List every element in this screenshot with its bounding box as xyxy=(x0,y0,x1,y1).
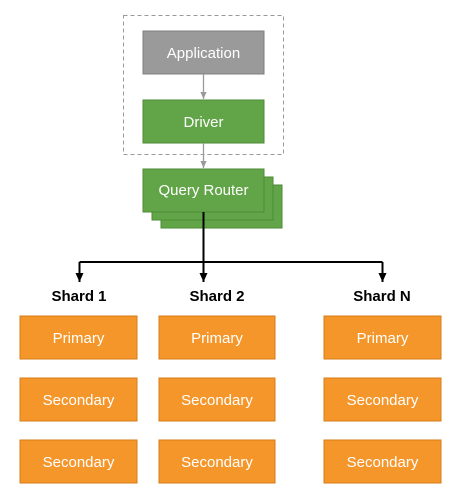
query-router-stack: Query Router xyxy=(142,168,283,229)
shard-1-group: Shard 1 Primary Secondary Secondary xyxy=(19,288,138,484)
application-node: Application xyxy=(142,30,265,75)
shard-node-secondary: Secondary xyxy=(158,439,276,484)
shard-node-primary: Primary xyxy=(19,315,138,360)
shard-title: Shard N xyxy=(353,288,411,305)
shard-node-secondary: Secondary xyxy=(19,439,138,484)
router-to-shards-connector xyxy=(75,212,387,282)
driver-label: Driver xyxy=(184,114,224,131)
shard-node-label: Secondary xyxy=(43,454,115,471)
shard-title: Shard 1 xyxy=(51,288,106,305)
shard-node-primary: Primary xyxy=(323,315,442,360)
shard-node-label: Secondary xyxy=(347,454,419,471)
driver-node: Driver xyxy=(142,99,265,144)
shard-node-secondary: Secondary xyxy=(323,377,442,422)
shard-node-label: Secondary xyxy=(181,454,253,471)
shard-node-label: Secondary xyxy=(43,392,115,409)
shard-node-secondary: Secondary xyxy=(158,377,276,422)
shard-node-primary: Primary xyxy=(158,315,276,360)
shard-node-label: Primary xyxy=(191,330,243,347)
shard-node-label: Primary xyxy=(53,330,105,347)
application-label: Application xyxy=(167,45,240,62)
shard-node-secondary: Secondary xyxy=(323,439,442,484)
shard-node-label: Secondary xyxy=(347,392,419,409)
shard-node-label: Secondary xyxy=(181,392,253,409)
shard-node-label: Primary xyxy=(357,330,409,347)
router-label: Query Router xyxy=(158,182,248,199)
shard-n-group: Shard N Primary Secondary Secondary xyxy=(323,288,442,484)
shard-node-secondary: Secondary xyxy=(19,377,138,422)
shard-title: Shard 2 xyxy=(189,288,244,305)
shard-2-group: Shard 2 Primary Secondary Secondary xyxy=(158,288,276,484)
